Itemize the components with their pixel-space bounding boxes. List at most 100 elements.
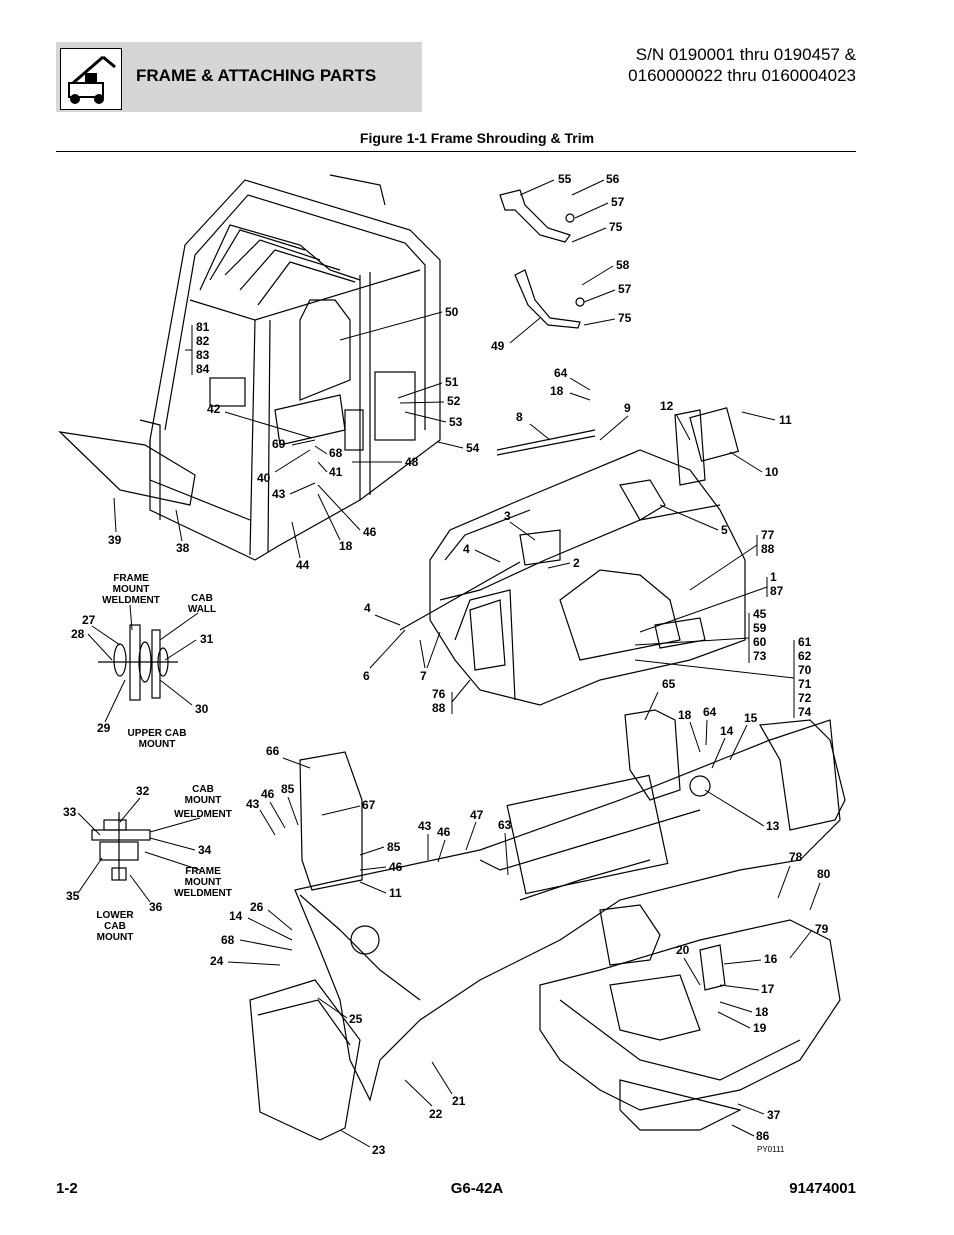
front-shield-illustration — [249, 979, 361, 1141]
note-upper-cab-mount: UPPER CAB — [128, 728, 187, 739]
callout-18: 18 — [755, 1005, 769, 1019]
callout-12: 12 — [660, 399, 674, 413]
callout-52: 52 — [447, 394, 461, 408]
callout-47: 47 — [470, 808, 484, 822]
note-labels: FRAME MOUNT WELDMENT CAB WALL UPPER CAB … — [96, 573, 784, 1154]
note-line: WELDMENT — [174, 888, 232, 899]
callout-7: 7 — [420, 669, 427, 683]
callout-46: 46 — [363, 525, 377, 539]
callout-30: 30 — [195, 702, 209, 716]
note-line: MOUNT — [97, 932, 134, 943]
callout-48: 48 — [405, 455, 419, 469]
footer-model: G6-42A — [450, 1180, 504, 1197]
callout-20: 20 — [676, 943, 690, 957]
note-lower-cab-mount: LOWER — [96, 910, 134, 921]
callout-69: 69 — [272, 437, 286, 451]
callout-60: 60 — [753, 635, 767, 649]
callout-2: 2 — [573, 556, 580, 570]
note-line: CAB — [104, 921, 126, 932]
callout-17: 17 — [761, 982, 775, 996]
callout-61: 61 — [798, 635, 812, 649]
callout-46: 46 — [389, 860, 403, 874]
frame-illustration — [294, 709, 846, 1131]
callout-21: 21 — [452, 1094, 466, 1108]
callout-34: 34 — [198, 843, 212, 857]
callout-45: 45 — [753, 607, 767, 621]
callout-32: 32 — [136, 784, 150, 798]
callout-68: 68 — [329, 446, 343, 460]
lower-cab-mount-illustration — [91, 812, 151, 881]
callout-labels: 55 56 57 75 58 57 75 49 50 81 82 83 84 4… — [63, 172, 831, 1157]
callout-14: 14 — [229, 909, 243, 923]
callout-78: 78 — [789, 850, 803, 864]
callout-40: 40 — [257, 471, 271, 485]
callout-71: 71 — [798, 677, 812, 691]
hood-illustration — [399, 407, 746, 706]
callout-26: 26 — [250, 900, 264, 914]
callout-6: 6 — [363, 669, 370, 683]
note-frame-mount-weldment: FRAME — [113, 573, 149, 584]
callout-56: 56 — [606, 172, 620, 186]
callout-18: 18 — [550, 384, 564, 398]
callout-28: 28 — [71, 627, 85, 641]
callout-10: 10 — [765, 465, 779, 479]
figure-code: PY0111 — [757, 1145, 785, 1154]
callout-64: 64 — [703, 705, 717, 719]
callout-75: 75 — [618, 311, 632, 325]
callout-3: 3 — [504, 509, 511, 523]
callout-18: 18 — [678, 708, 692, 722]
note-line: MOUNT — [139, 739, 176, 750]
callout-43: 43 — [246, 797, 260, 811]
callout-46: 46 — [437, 825, 451, 839]
callout-85: 85 — [281, 782, 295, 796]
callout-57: 57 — [611, 195, 625, 209]
callout-13: 13 — [766, 819, 780, 833]
callout-58: 58 — [616, 258, 630, 272]
note-cab-wall: CAB — [191, 593, 213, 604]
callout-85: 85 — [387, 840, 401, 854]
callout-8: 8 — [516, 410, 523, 424]
callout-5: 5 — [721, 523, 728, 537]
callout-18: 18 — [339, 539, 353, 553]
callout-68: 68 — [221, 933, 235, 947]
callout-59: 59 — [753, 621, 767, 635]
callout-15: 15 — [744, 711, 758, 725]
machine-icon — [60, 48, 122, 110]
mirror-brackets-illustration — [499, 189, 585, 329]
callout-75: 75 — [609, 220, 623, 234]
callout-88: 88 — [432, 701, 446, 715]
cab-illustration — [58, 174, 441, 561]
callout-81: 81 — [196, 320, 210, 334]
callout-55: 55 — [558, 172, 572, 186]
callout-23: 23 — [372, 1143, 386, 1157]
callout-25: 25 — [349, 1012, 363, 1026]
callout-65: 65 — [662, 677, 676, 691]
callout-19: 19 — [753, 1021, 767, 1035]
callout-46: 46 — [261, 787, 275, 801]
callout-22: 22 — [429, 1107, 443, 1121]
serial-line-1: S/N 0190001 thru 0190457 & — [635, 45, 856, 64]
callout-29: 29 — [97, 721, 111, 735]
callout-66: 66 — [266, 744, 280, 758]
section-title: FRAME & ATTACHING PARTS — [136, 66, 377, 85]
note-cab-mount-weldment: CAB — [192, 784, 214, 795]
callout-49: 49 — [491, 339, 505, 353]
note-line: MOUNT — [185, 877, 222, 888]
callout-83: 83 — [196, 348, 210, 362]
callout-64: 64 — [554, 366, 568, 380]
callout-57: 57 — [618, 282, 632, 296]
callout-70: 70 — [798, 663, 812, 677]
callout-11: 11 — [389, 886, 402, 900]
callout-4: 4 — [463, 542, 470, 556]
callout-67: 67 — [362, 798, 376, 812]
callout-11: 11 — [779, 413, 792, 427]
callout-16: 16 — [764, 952, 778, 966]
callout-84: 84 — [196, 362, 210, 376]
callout-24: 24 — [210, 954, 224, 968]
callout-43: 43 — [272, 487, 286, 501]
callout-80: 80 — [817, 867, 831, 881]
note-line: WALL — [188, 604, 216, 615]
callout-54: 54 — [466, 441, 480, 455]
callout-4: 4 — [364, 601, 371, 615]
